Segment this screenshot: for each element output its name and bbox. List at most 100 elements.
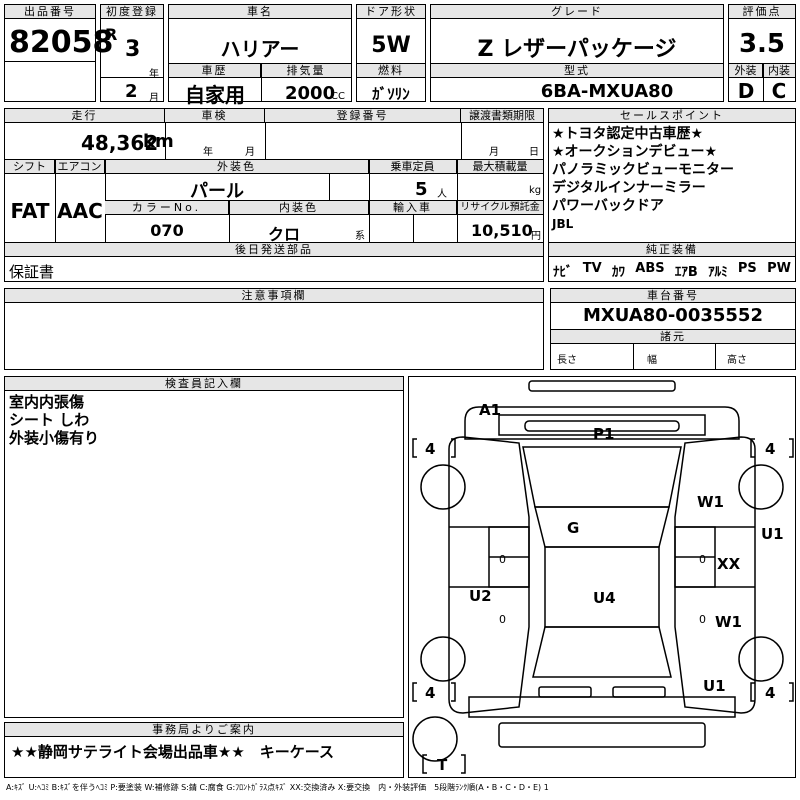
equipment-item: PW (767, 261, 791, 276)
exterior-grade: D (737, 79, 755, 103)
equipment-item: PS (737, 261, 757, 276)
legend: A:ｷｽﾞ U:ﾍｺﾐ B:ｷｽﾞを伴うﾍｺﾐ P:要塗装 W:補修跡 S:錆 … (6, 783, 549, 792)
equipment-list: ﾅﾋﾞ TV ｶﾜ ABS ｴｱB ｱﾙﾐ PS PW (553, 261, 791, 280)
equipment-item: ﾅﾋﾞ (553, 265, 573, 280)
sales-points-label: セールスポイント (549, 109, 795, 123)
ac-label: エアコン (55, 160, 105, 174)
inspector-line: 室内内張傷 (9, 393, 85, 411)
mark-a1: A1 (479, 401, 501, 419)
later-parts-label: 後日発送部品 (5, 243, 543, 257)
sales-point: パノラミックビューモニター (552, 162, 734, 178)
door-label: ドア形状 (357, 5, 425, 19)
import-label: 輸入車 (369, 201, 457, 215)
chassis-number: MXUA80-0035552 (583, 305, 763, 326)
mark-w1-front: W1 (697, 493, 724, 511)
interior-color-label: 内装色 (229, 201, 369, 215)
cc-unit: CC (331, 91, 345, 102)
sales-points-list: ★トヨタ認定中古車歴★ ★オークションデビュー★ パノラミックビューモニター デ… (549, 123, 795, 233)
lot-number-box: 出品番号 82058 (4, 4, 114, 102)
mark-g: G (567, 519, 579, 537)
mark-u1-side: U1 (761, 525, 784, 543)
car-diagram: A1 P1 W1 U1 G XX U2 U4 W1 U1 4 4 4 4 T 0… (412, 380, 794, 774)
damage-diagram-box: A1 P1 W1 U1 G XX U2 U4 W1 U1 4 4 4 4 T 0… (408, 376, 796, 778)
grade-label: グレード (431, 5, 723, 19)
reg-month: 2 (125, 81, 138, 102)
equipment-item: ｱﾙﾐ (708, 265, 728, 280)
inspector-line: シート しわ (9, 411, 90, 429)
notes-label: 注意事項欄 (5, 289, 543, 303)
mileage: 48,362 (81, 131, 159, 155)
recycle-label: リサイクル預託金 (457, 201, 543, 215)
capacity-label: 乗車定員 (369, 160, 457, 174)
height-label: 高さ (727, 355, 747, 366)
length-label: 長さ (557, 355, 577, 366)
transfer-month-unit: 月 (489, 147, 499, 158)
transfer-deadline-label: 譲渡書類期限 (461, 109, 543, 123)
capacity: 5 (415, 179, 428, 200)
history: 自家用 (185, 83, 245, 107)
mark-u2: U2 (469, 587, 492, 605)
interior-grade: C (771, 79, 787, 103)
sales-point: JBL (552, 217, 574, 231)
fuel-label: 燃料 (357, 64, 425, 78)
zero-mark: 0 (699, 553, 706, 566)
reg-year: 3 (125, 37, 141, 62)
score-box: 評価点 3.5 外装 内装 D C (728, 4, 796, 103)
width-label: 幅 (647, 355, 657, 366)
inspection-year-unit: 年 (203, 147, 213, 158)
door-box: ドア形状 5W 燃料 ｶﾞｿﾘﾝ (356, 4, 426, 103)
color-number: 070 (150, 221, 184, 240)
displacement: 2000 (285, 83, 336, 104)
office-label: 事務局よりご案内 (5, 723, 403, 737)
kg-unit: kg (529, 185, 542, 196)
kei-unit: 系 (355, 231, 365, 242)
displacement-label: 排気量 (261, 64, 351, 78)
shift: FAT (10, 199, 50, 223)
registration-number-label: 登録番号 (265, 109, 461, 123)
sales-point: ★トヨタ認定中古車歴★ (552, 126, 704, 142)
era: R (105, 25, 118, 44)
spec-label: 諸元 (551, 330, 795, 344)
tire-rear-left: 4 (425, 684, 435, 702)
sales-points-box: セールスポイント ★トヨタ認定中古車歴★ ★オークションデビュー★ パノラミック… (548, 108, 796, 282)
equipment-item: ｴｱB (674, 265, 698, 280)
exterior-label: 外装 (729, 64, 763, 78)
interior-label: 内装 (763, 64, 795, 78)
equipment-item: ｶﾜ (612, 265, 625, 280)
vehicle-details-box: 走行 車検 登録番号 譲渡書類期限 48,362 km 年 月 月 日 シフト … (4, 108, 544, 282)
month-unit: 月 (149, 93, 159, 104)
score-label: 評価点 (729, 5, 795, 19)
fuel: ｶﾞｿﾘﾝ (372, 85, 410, 103)
tire-rear-right: 4 (765, 684, 775, 702)
model-label: 型式 (431, 64, 723, 78)
car-name-label: 車名 (169, 5, 351, 19)
chassis-box: 車台番号 MXUA80-0035552 諸元 長さ 幅 高さ (550, 288, 796, 370)
sales-point: パワーバックドア (552, 198, 664, 214)
lot-number: 82058 (9, 25, 114, 60)
tire-front-left: 4 (425, 440, 435, 458)
zero-mark: 0 (499, 553, 506, 566)
inspector-label: 検査員記入欄 (5, 377, 403, 391)
inspector-box: 検査員記入欄 室内内張傷 シート しわ 外装小傷有り (4, 376, 404, 718)
model-code: 6BA-MXUA80 (540, 81, 674, 102)
ac: AAC (57, 199, 103, 223)
door-type: 5W (371, 33, 411, 58)
equipment-item: ABS (635, 261, 665, 276)
mark-u4: U4 (593, 589, 616, 607)
car-name: ハリアー (220, 37, 300, 61)
interior-color: クロ (267, 225, 300, 244)
mark-p1: P1 (593, 425, 614, 443)
tire-front-right: 4 (765, 440, 775, 458)
inspector-notes: 室内内張傷 シート しわ 外装小傷有り (5, 391, 403, 449)
yen-unit: 円 (531, 231, 541, 242)
capacity-unit: 人 (437, 189, 447, 200)
first-registration-box: 初度登録 R 3 年 2 月 (100, 4, 164, 104)
car-name-box: 車名 ハリアー 車歴 排気量 自家用 2000 CC (168, 4, 352, 107)
km-unit: km (143, 131, 174, 152)
first-registration-label: 初度登録 (101, 5, 163, 19)
mark-xx: XX (717, 555, 741, 573)
grade-box: グレード Z レザーパッケージ 型式 6BA-MXUA80 (430, 4, 724, 102)
inspector-line: 外装小傷有り (9, 429, 100, 447)
equipment-item: TV (582, 261, 602, 276)
lot-number-label: 出品番号 (5, 5, 95, 19)
